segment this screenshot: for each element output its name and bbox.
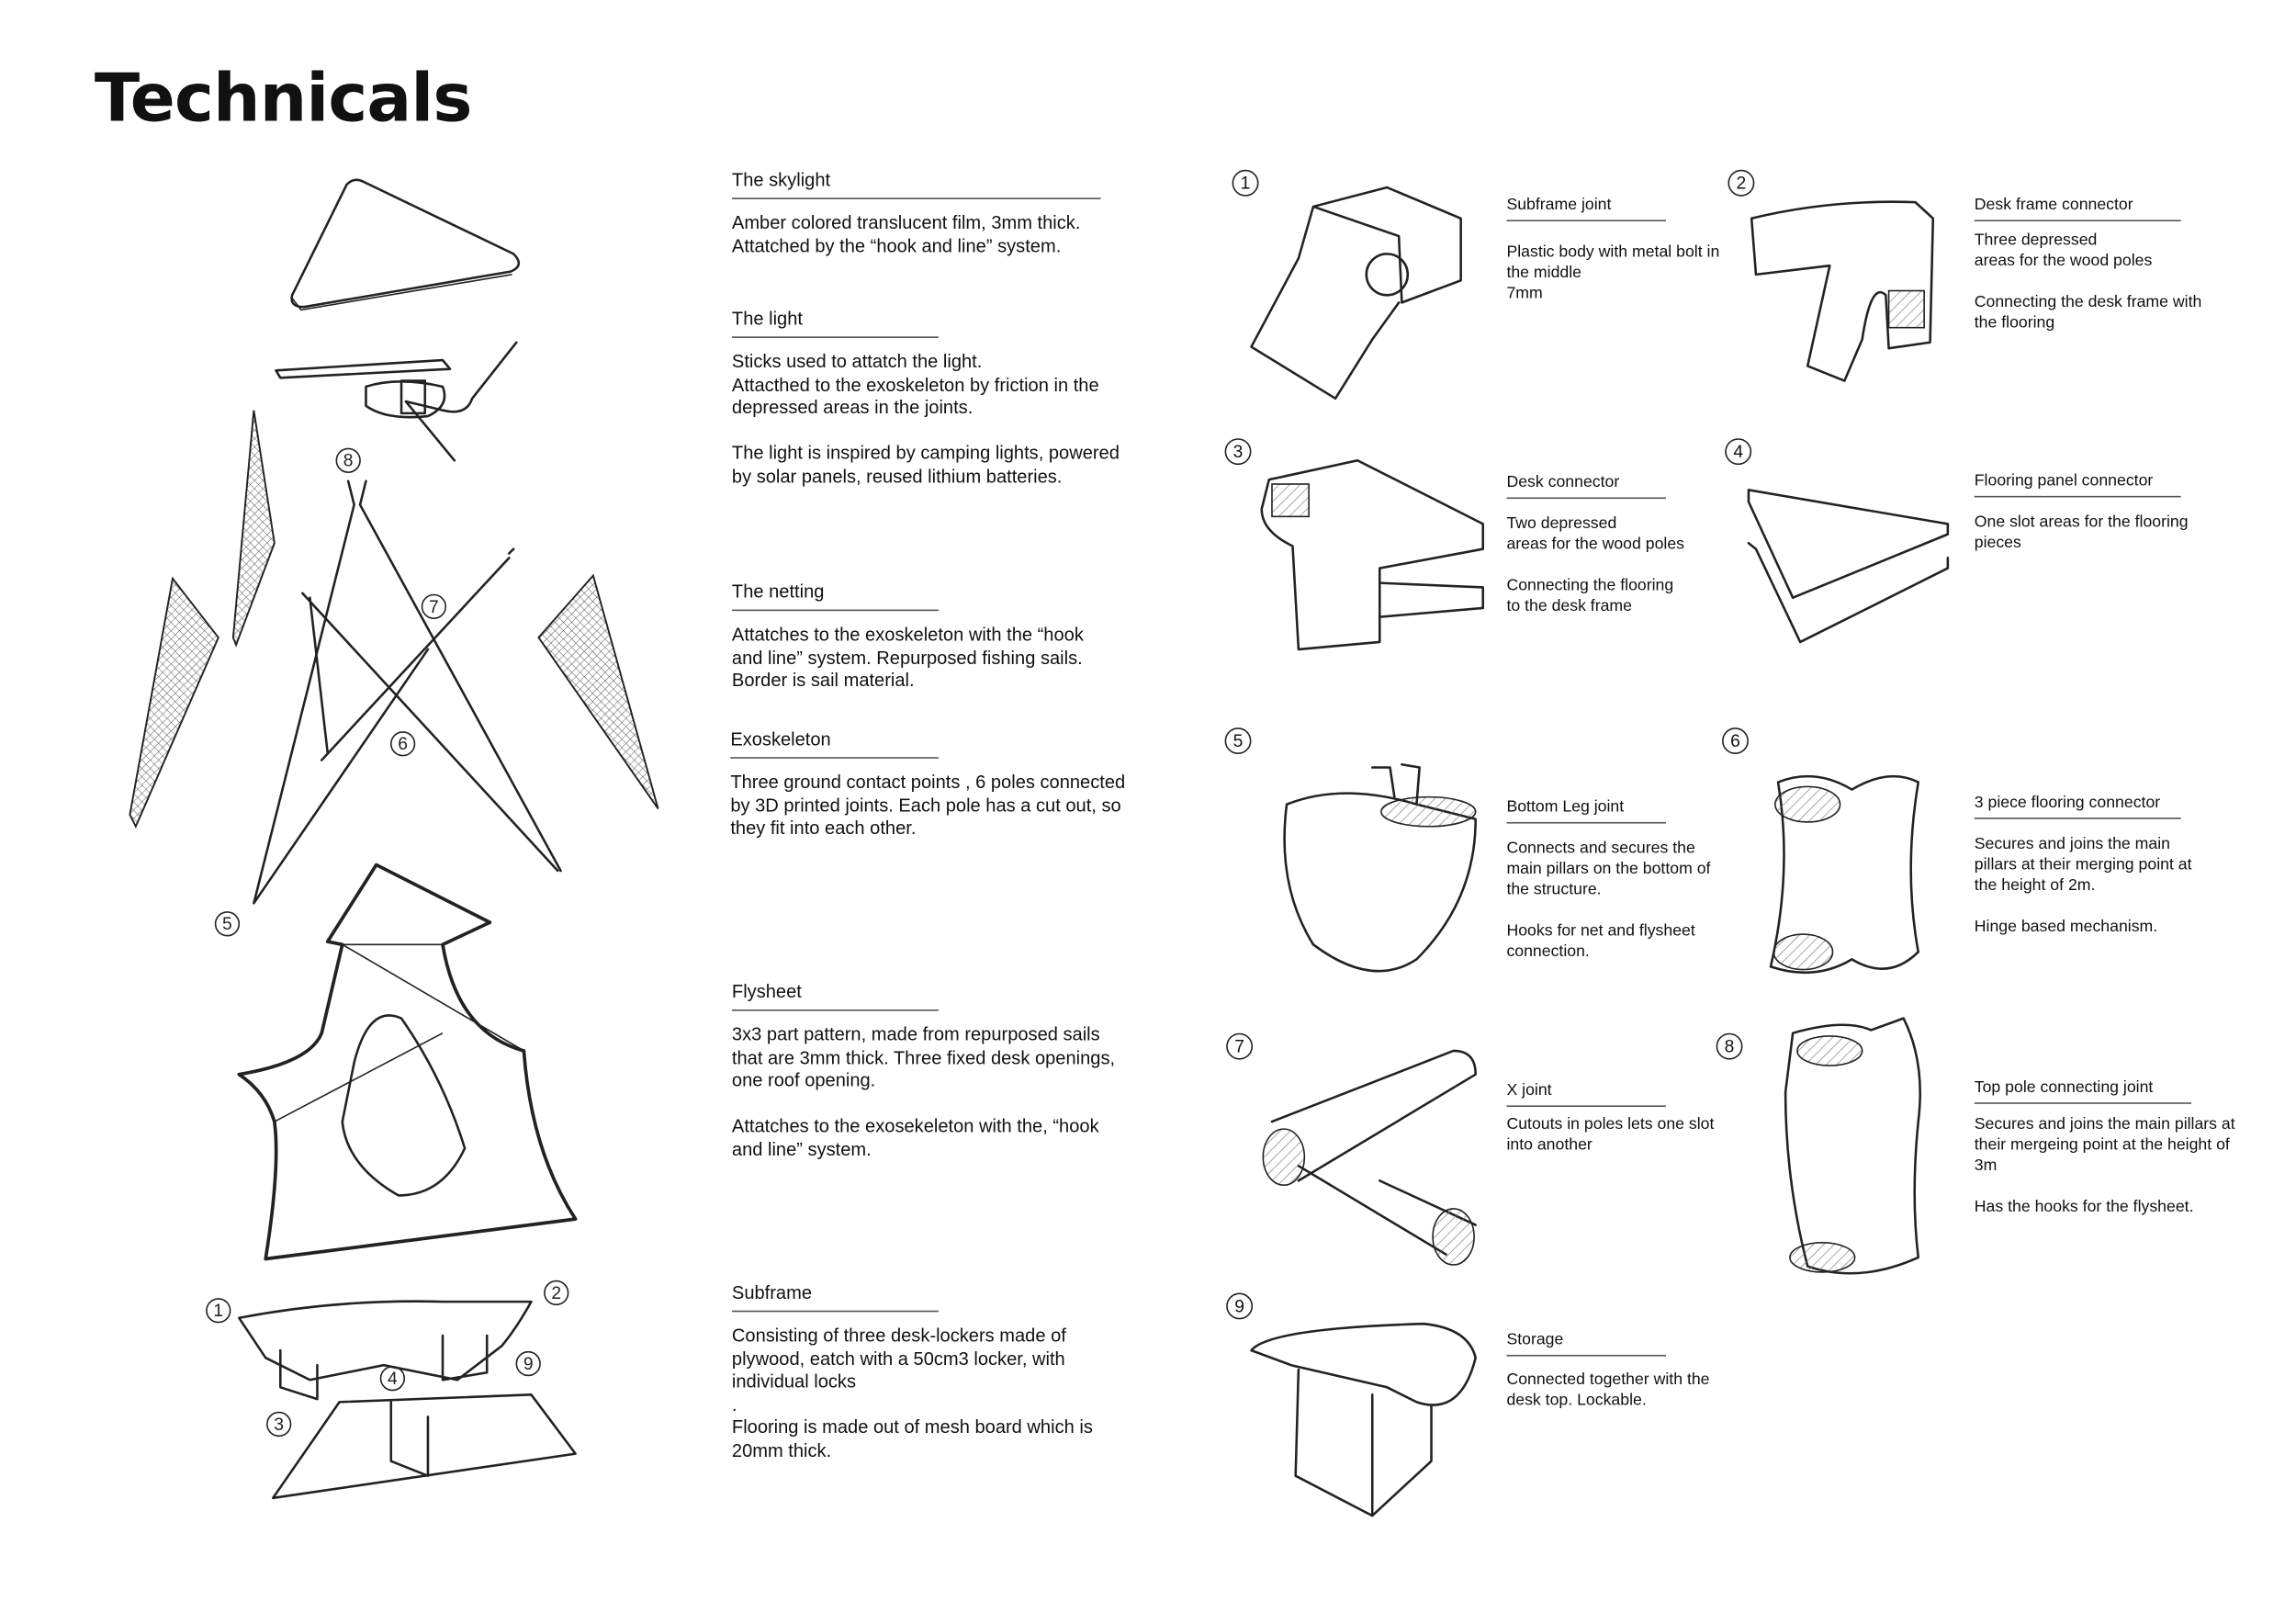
joint-number-5: 5 — [1224, 727, 1252, 755]
joint-top-pole-connecting: Top pole connecting joint Secures and jo… — [1974, 1078, 2240, 1217]
joint-number-8: 8 — [1716, 1032, 1743, 1060]
joint-description: Plastic body with metal bolt in the midd… — [1506, 243, 1720, 303]
component-exoskeleton: Exoskeleton Three ground contact points … — [730, 729, 1129, 841]
joint-number-4: 4 — [1725, 438, 1752, 466]
skylight-drawing — [290, 178, 521, 311]
exploded-view-labels: 8 7 6 5 1 2 3 4 9 — [206, 447, 569, 1438]
joint-bottom-leg: Bottom Leg joint Connects and secures th… — [1506, 798, 1720, 962]
joint-flooring-panel-connector: Flooring panel connector One slot areas … — [1974, 472, 2218, 553]
component-heading: Subframe — [731, 1282, 939, 1313]
component-subframe: Subframe Consisting of three desk-locker… — [731, 1282, 1123, 1463]
joint-description: Three depressed areas for the wood poles… — [1974, 231, 2202, 333]
joint-number-1: 1 — [1232, 169, 1259, 197]
joint-storage: Storage Connected together with the desk… — [1506, 1331, 1742, 1411]
joint-3-piece-flooring-connector: 3 piece flooring connector Secures and j… — [1974, 794, 2211, 937]
joint-heading: Desk connector — [1506, 474, 1666, 500]
joint-description: Cutouts in poles lets one slot into anot… — [1506, 1115, 1715, 1155]
joint-heading: Flooring panel connector — [1974, 472, 2181, 498]
joint-heading: Top pole connecting joint — [1974, 1078, 2191, 1104]
joint-desk-frame-connector: Desk frame connector Three depressed are… — [1974, 197, 2211, 333]
joint-heading: X joint — [1506, 1082, 1666, 1108]
joint-description: One slot areas for the flooring pieces — [1974, 513, 2189, 552]
component-description: Sticks used to attatch the light. Attact… — [731, 351, 1120, 488]
label-8: 8 — [343, 452, 354, 471]
joint-heading: Subframe joint — [1506, 197, 1666, 222]
component-skylight: The skylight Amber colored translucent f… — [731, 170, 1101, 259]
label-9: 9 — [523, 1355, 534, 1374]
joint-description: Two depressed areas for the wood poles C… — [1506, 514, 1684, 615]
component-netting: The netting Attatches to the exoskeleton… — [731, 581, 1119, 694]
component-description: Attatches to the exoskeleton with the “h… — [731, 624, 1084, 692]
joint-heading: Desk frame connector — [1974, 197, 2181, 222]
joint-x: X joint Cutouts in poles lets one slot i… — [1506, 1082, 1742, 1156]
flysheet-drawing — [237, 863, 578, 1261]
label-1: 1 — [213, 1302, 223, 1321]
component-heading: The light — [731, 309, 939, 338]
component-heading: Exoskeleton — [730, 729, 939, 759]
component-description: 3x3 part pattern, made from repurposed s… — [731, 1024, 1116, 1160]
joint-description: Secures and joins the main pillars at th… — [1974, 835, 2192, 936]
exoskeleton-drawing — [253, 479, 562, 905]
page-title: Technicals — [94, 59, 473, 138]
component-light: The light Sticks used to attatch the lig… — [731, 309, 1131, 490]
label-5: 5 — [222, 915, 232, 934]
joint-number-2: 2 — [1728, 169, 1755, 197]
joint-heading: Storage — [1506, 1331, 1666, 1357]
joint-description: Secures and joins the main pillars at th… — [1974, 1115, 2235, 1216]
label-7: 7 — [429, 598, 439, 617]
label-2: 2 — [551, 1284, 561, 1303]
joint-number-7: 7 — [1226, 1032, 1254, 1060]
label-6: 6 — [398, 735, 408, 754]
component-heading: The netting — [731, 581, 939, 612]
component-heading: The skylight — [731, 170, 1101, 199]
net-right — [537, 573, 659, 810]
joint-sketches — [1250, 186, 1950, 1517]
joint-description: Connects and secures the main pillars on… — [1506, 840, 1711, 961]
joint-heading: Bottom Leg joint — [1506, 798, 1666, 824]
component-description: Three ground contact points , 6 poles co… — [730, 772, 1126, 839]
joint-number-9: 9 — [1226, 1292, 1254, 1320]
net-middle — [231, 410, 276, 648]
joint-description: Connected together with the desk top. Lo… — [1506, 1370, 1710, 1410]
joint-number-6: 6 — [1722, 727, 1749, 755]
light-drawing — [275, 341, 518, 462]
joint-heading: 3 piece flooring connector — [1974, 794, 2181, 819]
joint-number-3: 3 — [1224, 438, 1252, 466]
component-flysheet: Flysheet 3x3 part pattern, made from rep… — [731, 981, 1131, 1162]
component-heading: Flysheet — [731, 981, 939, 1011]
joint-subframe: Subframe joint Plastic body with metal b… — [1506, 197, 1728, 304]
label-3: 3 — [274, 1415, 284, 1435]
subframe-drawing — [238, 1300, 577, 1500]
net-left — [129, 576, 219, 829]
joint-desk-connector: Desk connector Two depressed areas for t… — [1506, 474, 1728, 617]
component-description: Consisting of three desk-lockers made of… — [731, 1325, 1093, 1461]
label-4: 4 — [388, 1370, 398, 1389]
component-description: Amber colored translucent film, 3mm thic… — [731, 212, 1081, 256]
